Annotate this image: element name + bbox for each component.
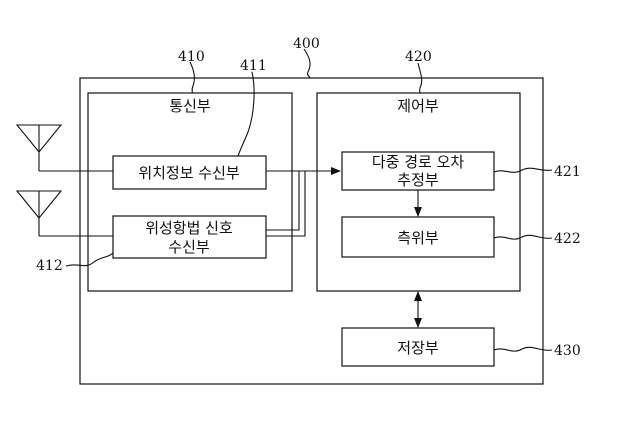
nav-signal-receiver-label-line2: 수신부 (168, 238, 210, 256)
ref-412: 412 (36, 258, 63, 274)
antenna-top-icon (15, 124, 113, 172)
multipath-estimator-label-line1: 다중 경로 오차 (372, 153, 465, 171)
storage-unit-box (341, 327, 495, 367)
nav-signal-receiver-label-line1: 위성항법 신호 (145, 219, 233, 237)
ref-421: 421 (554, 164, 581, 180)
ref-400: 400 (293, 36, 320, 52)
leader-lines (65, 48, 553, 352)
communication-unit-title: 통신부 (169, 97, 211, 115)
storage-unit-label: 저장부 (397, 339, 439, 357)
multipath-estimator-label-line2: 추정부 (397, 171, 439, 189)
position-receiver-label: 위치정보 수신부 (138, 164, 240, 182)
ref-430: 430 (554, 343, 581, 359)
ref-422: 422 (554, 231, 581, 247)
positioning-unit-label: 측위부 (397, 229, 439, 247)
communication-unit-box (87, 92, 293, 292)
ref-420: 420 (405, 49, 432, 65)
positioning-unit-box (341, 216, 495, 258)
antenna-bottom-icon (15, 190, 113, 237)
receiver-connections (266, 167, 341, 237)
ref-410: 410 (178, 49, 205, 65)
ref-411: 411 (240, 58, 267, 74)
position-receiver-box (112, 155, 267, 190)
control-unit-title: 제어부 (397, 97, 439, 115)
nav-signal-receiver-box (112, 215, 267, 259)
